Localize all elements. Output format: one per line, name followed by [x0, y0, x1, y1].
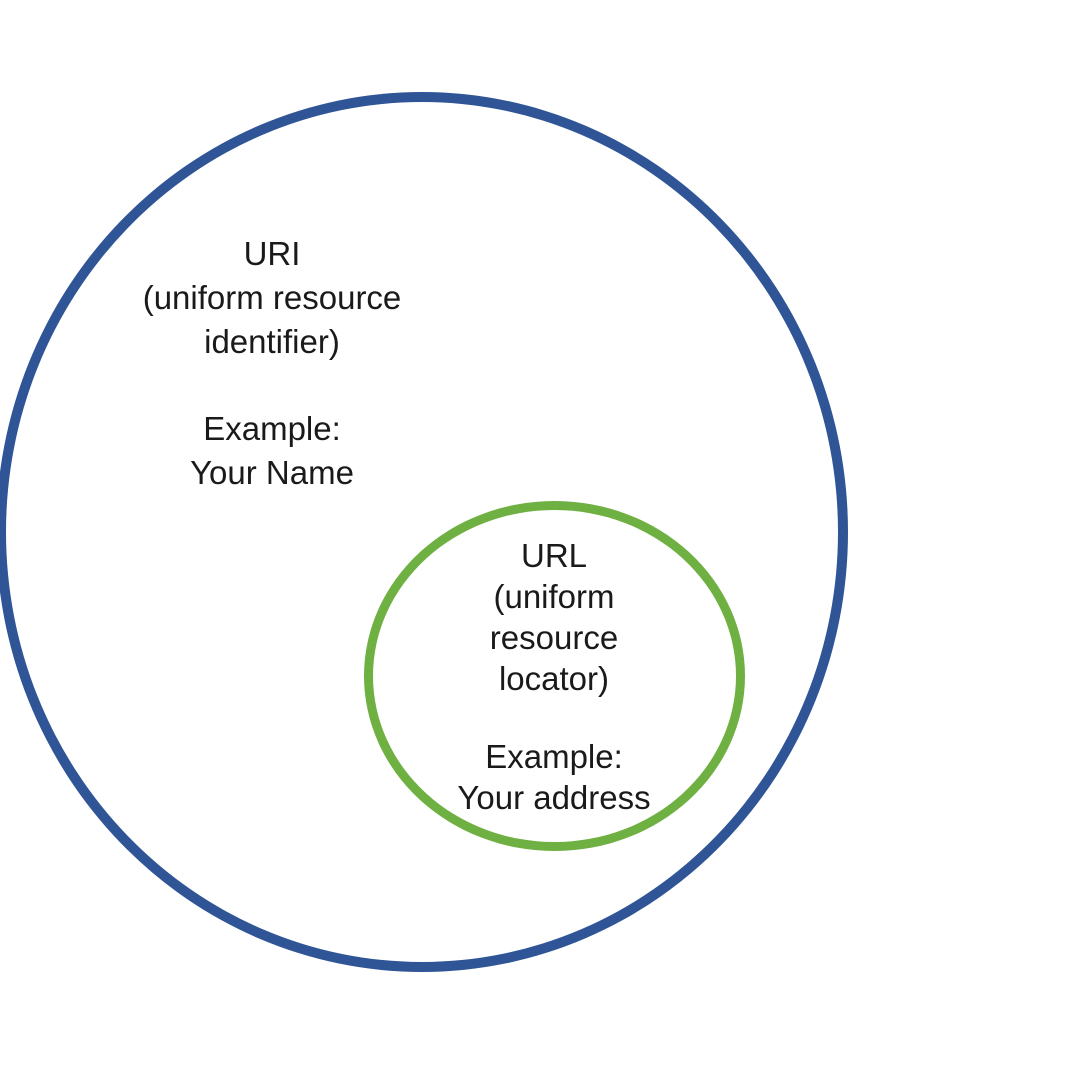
url-label: URL (uniform resource locator) — [404, 535, 704, 699]
url-subtitle-line2: resource — [489, 619, 619, 656]
uri-subtitle-line1: (uniform resource — [142, 279, 402, 316]
uri-outer-circle — [0, 92, 848, 972]
uri-example-value: Your Name — [190, 454, 354, 491]
uri-title: URI — [243, 235, 301, 272]
url-title: URL — [520, 537, 588, 574]
url-subtitle-line1: (uniform — [493, 578, 615, 615]
uri-label: URI (uniform resource identifier) — [92, 232, 452, 364]
url-example-label: Example: — [485, 738, 623, 775]
uri-example: Example: Your Name — [92, 407, 452, 495]
url-example: Example: Your address — [404, 736, 704, 818]
url-subtitle-line3: locator) — [498, 660, 610, 697]
url-inner-circle — [364, 501, 745, 851]
uri-subtitle-line2: identifier) — [204, 323, 340, 360]
uri-example-label: Example: — [203, 410, 341, 447]
url-example-value: Your address — [457, 779, 651, 816]
